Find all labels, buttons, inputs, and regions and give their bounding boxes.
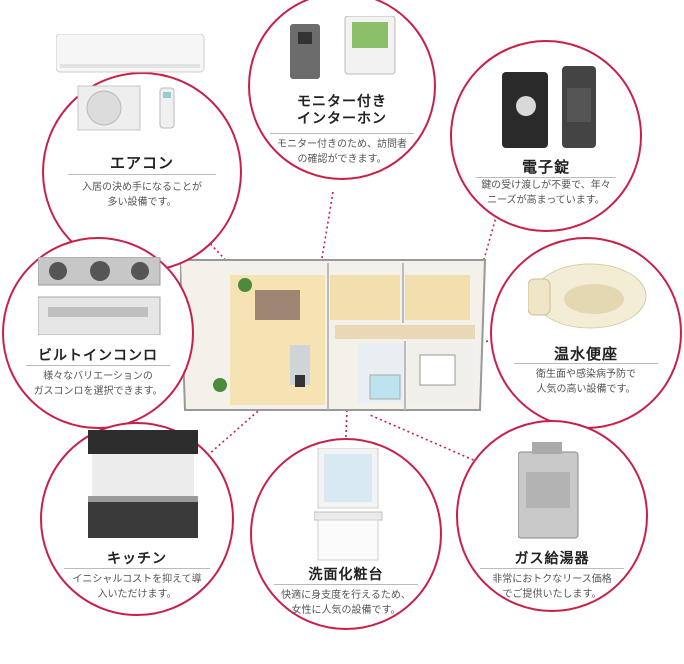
feature-description: イニシャルコストを抑えて導 入いただけます。	[72, 574, 202, 600]
intercom-icon	[290, 16, 396, 79]
feature-description: モニター付きのため、訪問者 の確認ができます。	[277, 139, 407, 165]
water-heater-icon	[518, 442, 579, 539]
feature-title: 電子錠	[521, 158, 570, 176]
feature-title: キッチン	[107, 551, 167, 567]
divider	[64, 568, 210, 569]
feature-toilet-seat: 温水便座 衛生面や感染病予防で 人気の高い設備です。	[490, 237, 682, 429]
built-in-stove-icon	[38, 257, 161, 335]
vanity-icon	[314, 448, 383, 561]
divider	[270, 133, 414, 134]
feature-description: 衛生面や感染病予防で 人気の高い設備です。	[536, 369, 636, 395]
divider	[480, 568, 624, 569]
toilet-seat-icon	[528, 263, 647, 329]
connector-vanity	[344, 407, 348, 463]
feature-vanity: 洗面化粧台 快適に身支度を行えるため、 女性に人気の設備です。	[250, 438, 442, 630]
feature-title: 温水便座	[553, 345, 618, 363]
air-conditioner-icon	[56, 34, 205, 131]
kitchen-icon	[88, 430, 198, 538]
electronic-lock-icon	[502, 66, 596, 148]
floor-plan-illustration	[180, 259, 487, 411]
feature-title: エアコン	[109, 154, 174, 172]
feature-water-heater: ガス給湯器 非常におトクなリース価格 でご提供いたします。	[456, 420, 648, 612]
divider	[476, 177, 616, 178]
feature-description: 快適に身支度を行えるため、 女性に人気の設備です。	[281, 590, 411, 616]
feature-kitchen: キッチン イニシャルコストを抑えて導 入いただけます。	[40, 422, 234, 616]
feature-description: 非常におトクなリース価格 でご提供いたします。	[492, 574, 612, 600]
feature-description: 入居の決め手になることが 多い設備です。	[82, 182, 202, 208]
divider	[68, 174, 216, 175]
feature-intercom: モニター付き インターホン モニター付きのため、訪問者 の確認ができます。	[248, 0, 436, 180]
divider	[26, 365, 170, 366]
feature-title: ガス給湯器	[514, 551, 590, 567]
feature-title: 洗面化粧台	[308, 567, 384, 583]
feature-title: ビルトインコンロ	[38, 348, 158, 364]
feature-description: 鍵の受け渡しが不要で、年々 ニーズが高まっています。	[481, 180, 611, 206]
feature-electronic-lock: 電子錠 鍵の受け渡しが不要で、年々 ニーズが高まっています。	[450, 40, 642, 232]
feature-built-in-stove: ビルトインコンロ 様々なバリエーションの ガスコンロを選択できます。	[2, 237, 194, 429]
divider	[274, 584, 418, 585]
feature-description: 様々なバリエーションの ガスコンロを選択できます。	[33, 371, 163, 397]
divider	[514, 363, 658, 364]
feature-title: モニター付き インターホン	[297, 94, 387, 127]
